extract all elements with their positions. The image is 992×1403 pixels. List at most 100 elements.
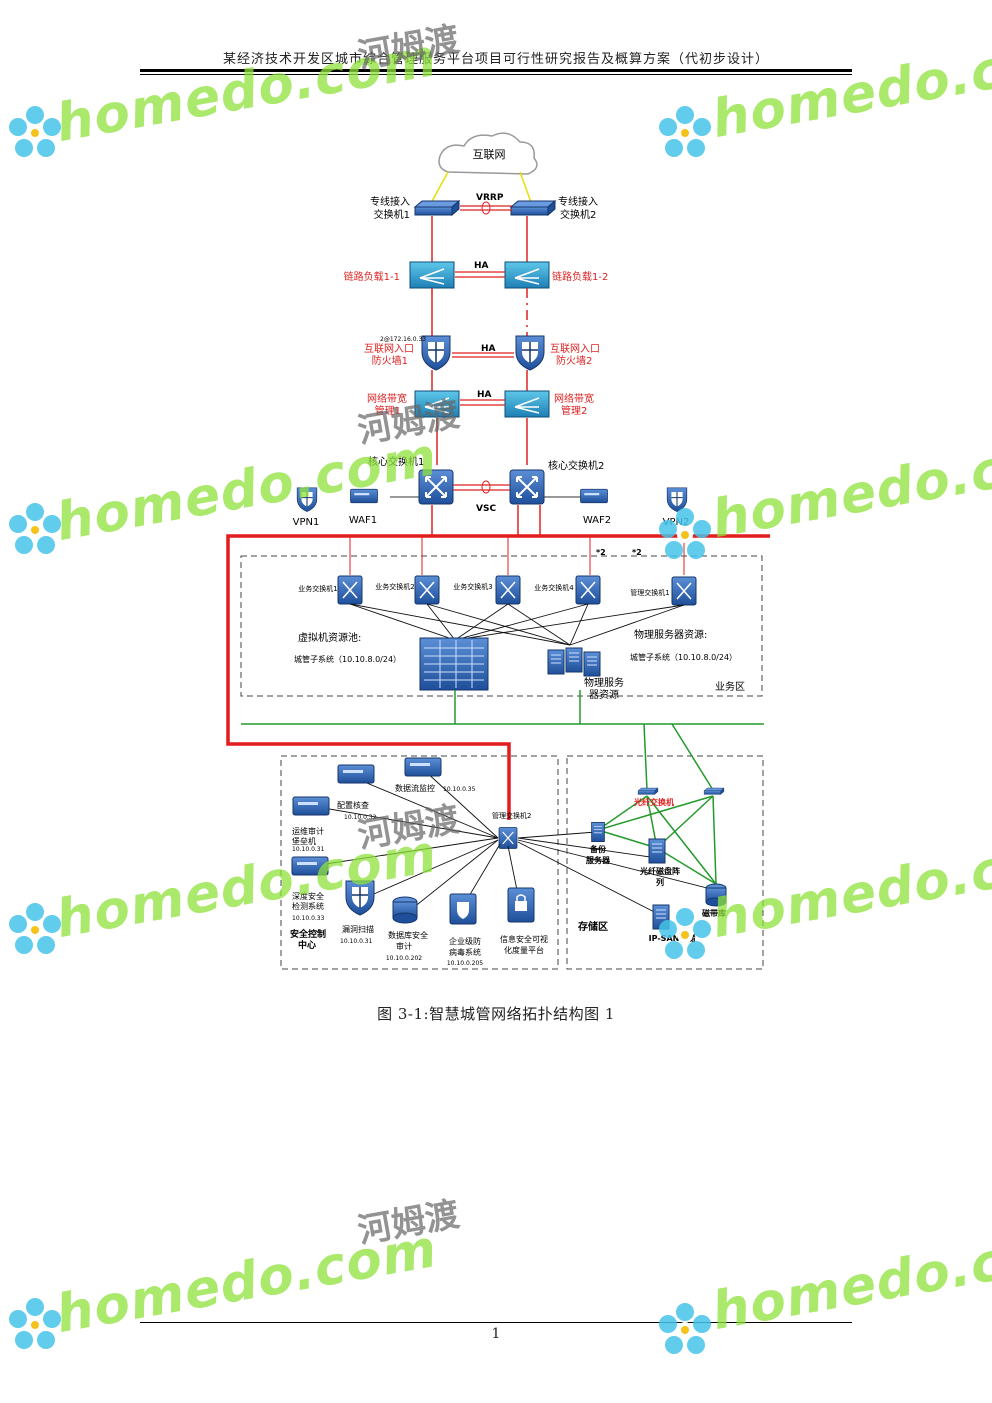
ha-label-2: HA [481, 344, 496, 354]
fc-switch-label: 光纤交换机 [633, 797, 674, 807]
header-rule-thin [140, 74, 852, 75]
fc-array-label-b: 列 [656, 877, 664, 887]
management-switch-1-icon [671, 576, 697, 606]
firewall-2-label-b: 防火墙2 [556, 354, 592, 367]
link-lb-1-icon [409, 261, 455, 289]
antivirus-icon [449, 893, 477, 925]
antivirus-ip-label: 10.10.0.205 [447, 960, 483, 967]
data-flow-monitor-icon [337, 764, 375, 784]
core-switch-1-icon [418, 469, 454, 505]
ops-audit-label-a: 运维审计 [292, 826, 324, 836]
ops-audit-label-b: 堡垒机 [292, 836, 316, 846]
access-switch-2-icon [510, 200, 556, 216]
vuln-scan-icon [345, 880, 375, 916]
backup-server-label-a: 备份 [589, 844, 607, 854]
backup-server-label-b: 服务器 [586, 855, 611, 865]
fc-switch-2-icon [703, 787, 725, 795]
x2-label-1: *2 [596, 548, 606, 557]
business-switch-3-icon [495, 575, 521, 605]
access-switch-1-label-a: 专线接入 [370, 195, 410, 208]
internet-label: 互联网 [473, 148, 506, 161]
data-flow-monitor-2-icon [404, 757, 442, 777]
waf1-icon [350, 488, 378, 504]
firewall-2-label-a: 互联网入口 [550, 343, 600, 355]
data-flow-ip-label: 10.10.0.35 [443, 786, 476, 793]
firewall-ip-label: 2@172.16.0.33 [380, 336, 426, 343]
waf1-label: WAF1 [349, 515, 377, 526]
fc-disk-array-icon [648, 838, 666, 864]
antivirus-label-a: 企业级防 [449, 936, 481, 946]
bandwidth-mgmt-1-icon [414, 390, 460, 418]
bandwidth-mgmt-2-icon [504, 390, 550, 418]
management-switch-1-label: 管理交换机1 [630, 588, 669, 597]
firewall-1-label-a: 互联网入口 [364, 343, 414, 355]
x2-label-2: *2 [632, 548, 642, 557]
internet-cloud: 互联网 [438, 132, 538, 175]
vm-server-rack-icon [419, 637, 489, 691]
page-number: 1 [491, 1326, 501, 1342]
management-switch-2-icon [498, 826, 518, 850]
business-switch-1-icon [337, 575, 363, 605]
physical-server-label-b: 器资源 [589, 688, 619, 701]
deep-security-ip-label: 10.10.0.33 [292, 915, 325, 922]
bw-mgmt-2-label-b: 管理2 [561, 404, 587, 417]
vpn2-icon [666, 487, 688, 513]
physical-resource-label: 物理服务器资源: [634, 628, 707, 641]
backup-server-icon [591, 821, 605, 842]
bw-mgmt-1-label-b: 管理1 [375, 404, 401, 417]
core-switch-1-label: 核心交换机1 [368, 455, 424, 468]
access-switch-1-icon [414, 200, 460, 216]
storage-zone-label: 存储区 [578, 920, 608, 933]
fc-array-label-a: 光纤磁盘阵 [639, 866, 680, 876]
vrrp-label: VRRP [476, 193, 504, 203]
antivirus-label-b: 病毒系统 [449, 947, 481, 957]
physical-server-label-a: 物理服务 [584, 676, 624, 689]
db-audit-label-b: 审计 [396, 941, 412, 951]
core-switch-2-label: 核心交换机2 [548, 459, 604, 472]
firewall-1-label-b: 防火墙1 [372, 354, 408, 367]
vpn1-label: VPN1 [293, 517, 320, 528]
infosec-label-b: 化度量平台 [504, 945, 544, 955]
vm-subsystem-label: 城管子系统（10.10.8.0/24） [294, 654, 401, 664]
link-lb-1-label: 链路负载1-1 [344, 270, 400, 283]
vm-pool-label: 虚拟机资源池: [298, 631, 361, 644]
access-switch-2-label-a: 专线接入 [558, 195, 598, 208]
network-topology-diagram: 互联网 VRRP 专线接入 交换机1 专线接入 交换机2 HA 链路负载1-1 … [226, 132, 770, 970]
fc-switch-1-icon [637, 787, 659, 795]
ops-audit-ip-label: 10.10.0.31 [292, 846, 325, 853]
vsc-label: VSC [476, 504, 496, 514]
management-switch-2-label: 管理交换机2 [492, 811, 531, 820]
business-switch-4-icon [575, 575, 601, 605]
firewall-2-icon [515, 335, 545, 371]
business-switch-1-label: 业务交换机1 [298, 584, 337, 593]
db-audit-label-a: 数据库安全 [388, 930, 428, 940]
bw-mgmt-1-label-a: 网络带宽 [367, 392, 407, 405]
core-switch-2-icon [509, 469, 545, 505]
vpn2-label: VPN2 [663, 517, 690, 528]
infosec-label-a: 信息安全可视 [500, 934, 548, 944]
access-switch-2-label-b: 交换机2 [560, 208, 596, 221]
firewall-1-icon [421, 335, 451, 371]
config-check-icon [292, 796, 330, 816]
deep-security-label-b: 检测系统 [292, 901, 324, 911]
ipsan-label: IP-SAN存储 [649, 933, 696, 943]
config-check-ip-label: 10.10.0.32 [344, 814, 377, 821]
security-center-label-b: 中心 [298, 939, 316, 951]
page-header-title: 某经济技术开发区城市综合管理服务平台项目可行性研究报告及概算方案（代初步设计） [222, 52, 769, 67]
ipsan-storage-icon [652, 904, 670, 930]
tape-library-label: 磁带库 [702, 908, 726, 918]
security-center-label-a: 安全控制 [290, 928, 326, 940]
business-zone-label: 业务区 [715, 680, 745, 693]
config-check-label: 配置核查 [337, 800, 369, 810]
vuln-scan-label: 漏洞扫描 [342, 924, 374, 934]
header-rule-thick [140, 69, 852, 72]
physical-subsystem-label: 城管子系统（10.10.8.0/24） [630, 652, 737, 662]
tape-library-icon [705, 883, 727, 907]
business-zone-box [240, 555, 763, 697]
footer-rule [140, 1322, 852, 1323]
vpn1-icon [296, 487, 318, 513]
ops-audit-icon [291, 856, 329, 876]
link-lb-2-icon [504, 261, 550, 289]
ha-label-3: HA [477, 390, 492, 400]
figure-caption: 图 3-1:智慧城管网络拓扑结构图 1 [377, 1005, 615, 1023]
